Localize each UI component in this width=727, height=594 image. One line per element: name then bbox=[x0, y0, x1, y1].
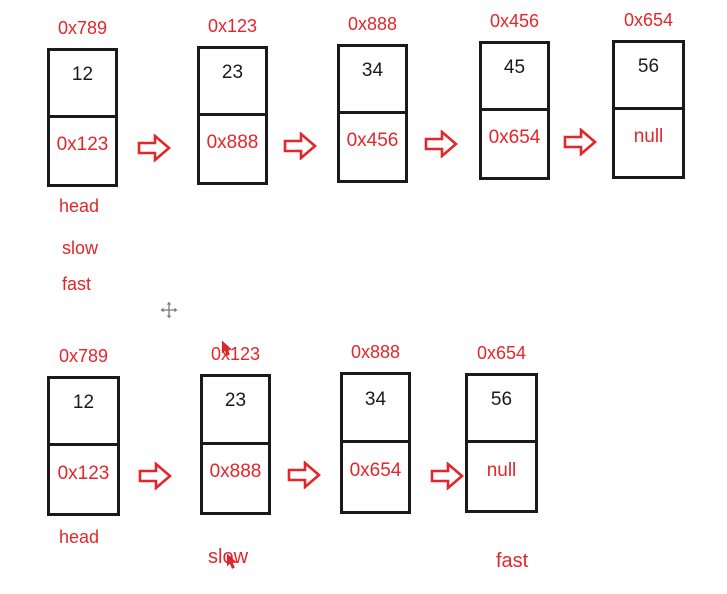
node-next-cell: 0x654 bbox=[343, 443, 408, 511]
list-node: 56 null bbox=[612, 40, 685, 179]
node-address-label: 0x888 bbox=[347, 14, 398, 34]
list-node: 23 0x888 bbox=[197, 46, 268, 185]
list-node: 34 0x456 bbox=[337, 44, 408, 183]
list-node: 23 0x888 bbox=[200, 374, 271, 515]
link-arrow-icon bbox=[563, 128, 597, 156]
node-data-value: 12 bbox=[71, 63, 94, 85]
node-next-cell: null bbox=[615, 110, 682, 177]
node-data-value: 56 bbox=[490, 389, 513, 410]
node-next-value: 0x123 bbox=[57, 462, 110, 484]
node-next-cell: null bbox=[468, 443, 535, 510]
node-data-value: 56 bbox=[637, 55, 660, 77]
list-node: 12 0x123 bbox=[47, 376, 120, 516]
node-data-cell: 56 bbox=[468, 376, 535, 443]
pointer-label-slow: slow bbox=[62, 238, 99, 258]
arrow-cursor bbox=[222, 341, 233, 357]
node-data-cell: 56 bbox=[615, 43, 682, 110]
node-data-value: 23 bbox=[221, 61, 244, 83]
node-data-cell: 12 bbox=[50, 51, 115, 118]
pointer-label-fast: fast bbox=[62, 274, 92, 294]
node-next-cell: 0x456 bbox=[340, 114, 405, 181]
node-data-cell: 45 bbox=[482, 44, 547, 111]
node-data-cell: 34 bbox=[343, 375, 408, 443]
node-data-cell: 23 bbox=[200, 49, 265, 116]
list-node: 12 0x123 bbox=[47, 48, 118, 187]
node-data-value: 23 bbox=[224, 390, 247, 412]
list-node: 34 0x654 bbox=[340, 372, 411, 514]
list-node: 45 0x654 bbox=[479, 41, 550, 180]
arrow-cursor bbox=[227, 554, 238, 570]
node-data-value: 12 bbox=[72, 392, 95, 413]
node-next-value: 0x888 bbox=[206, 131, 259, 153]
node-data-value: 45 bbox=[503, 56, 526, 78]
node-next-value: 0x456 bbox=[346, 129, 399, 151]
node-address-label: 0x789 bbox=[57, 18, 108, 38]
pointer-label-fast: fast bbox=[496, 550, 529, 572]
pointer-label-head: head bbox=[59, 527, 100, 547]
link-arrow-icon bbox=[137, 134, 171, 162]
node-data-cell: 23 bbox=[203, 377, 268, 445]
node-next-value: null bbox=[486, 459, 517, 481]
node-next-value: null bbox=[633, 125, 664, 147]
node-address-label: 0x654 bbox=[476, 343, 527, 363]
node-address-label: 0x789 bbox=[58, 346, 109, 366]
node-data-value: 34 bbox=[361, 59, 384, 81]
node-next-value: 0x123 bbox=[56, 133, 109, 155]
link-arrow-icon bbox=[424, 130, 458, 158]
pointer-label-head: head bbox=[59, 196, 100, 216]
node-address-label: 0x456 bbox=[489, 11, 540, 31]
node-next-cell: 0x888 bbox=[203, 445, 268, 513]
node-next-cell: 0x123 bbox=[50, 118, 115, 185]
node-data-cell: 34 bbox=[340, 47, 405, 114]
node-data-cell: 12 bbox=[50, 379, 117, 446]
node-next-value: 0x888 bbox=[209, 461, 262, 483]
link-arrow-icon bbox=[430, 462, 464, 490]
node-address-label: 0x123 bbox=[210, 344, 261, 364]
node-next-value: 0x654 bbox=[488, 126, 541, 148]
link-arrow-icon bbox=[287, 461, 321, 489]
node-data-value: 34 bbox=[364, 388, 387, 410]
move-cursor bbox=[160, 301, 178, 319]
link-arrow-icon bbox=[283, 132, 317, 160]
node-next-cell: 0x123 bbox=[50, 446, 117, 513]
node-address-label: 0x654 bbox=[623, 10, 674, 30]
link-arrow-icon bbox=[138, 462, 172, 490]
node-next-cell: 0x654 bbox=[482, 111, 547, 178]
list-node: 56 null bbox=[465, 373, 538, 513]
node-address-label: 0x123 bbox=[207, 16, 258, 36]
node-next-value: 0x654 bbox=[349, 460, 402, 481]
node-address-label: 0x888 bbox=[350, 342, 401, 362]
node-next-cell: 0x888 bbox=[200, 116, 265, 183]
